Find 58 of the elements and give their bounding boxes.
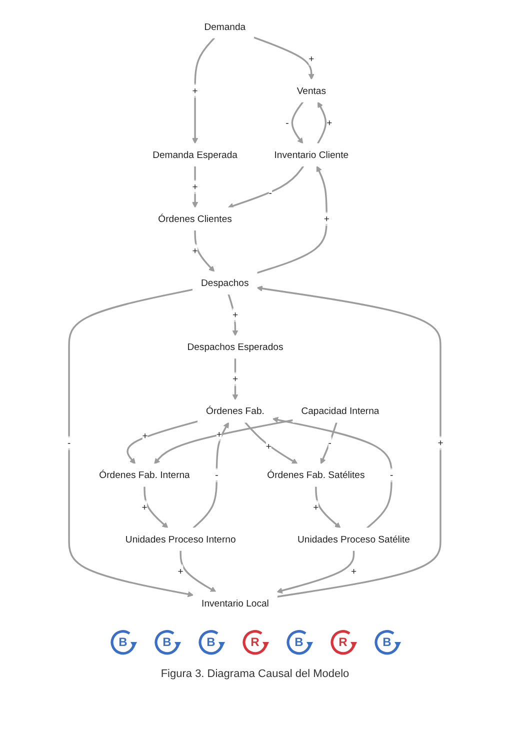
arrow [154, 419, 293, 464]
node-text: Ventas [296, 84, 326, 96]
arrow [179, 550, 216, 592]
arrow [244, 422, 298, 464]
arrow [316, 102, 326, 144]
edge-label: - [268, 187, 272, 198]
edge-label: + [308, 52, 314, 64]
loop-label: B [206, 635, 216, 649]
node-text: Órdenes Fab. Interna [98, 469, 190, 480]
edge-label: - [390, 469, 393, 480]
node-text: Unidades Proceso Interno [125, 533, 236, 544]
edge-label: + [216, 428, 222, 440]
arrow [143, 486, 168, 528]
edge-label: + [232, 309, 238, 320]
node-text: Órdenes Fab. Satélites [266, 469, 364, 480]
edge-label: + [177, 565, 184, 576]
arrow [320, 422, 337, 464]
loop-label: B [294, 635, 304, 649]
edge-label: - [285, 117, 288, 128]
loop-label: R [250, 635, 260, 649]
arrow [314, 486, 340, 528]
edge-label: + [266, 440, 272, 452]
loop-label: B [382, 635, 392, 649]
arrow [227, 166, 304, 209]
node-text: Demanda [204, 20, 246, 32]
node-text: Demanda Esperada [152, 149, 238, 160]
edge-label: + [350, 565, 356, 576]
arrow [194, 230, 214, 272]
node-text: Inventario Local [201, 598, 269, 608]
edge-label: + [323, 213, 330, 224]
edge-label: + [437, 437, 443, 448]
figure-caption: Figura 3. Diagrama Causal del Modelo [160, 668, 350, 680]
edge-label: + [141, 501, 147, 512]
edge-label: - [67, 437, 70, 448]
loop-label: B [162, 635, 172, 649]
arrow [126, 420, 198, 464]
node-text: Despachos Esperados [186, 341, 283, 352]
node-text: Despachos [200, 277, 248, 288]
edge-label: + [192, 84, 198, 96]
loop-label: R [338, 635, 348, 649]
edge-label: + [232, 373, 238, 384]
arrow [256, 166, 328, 274]
loop-label: B [118, 635, 128, 649]
edge-label: + [192, 245, 198, 256]
edge-label: + [326, 117, 332, 128]
arrow [192, 422, 229, 529]
arrow [290, 102, 304, 144]
node-text: Capacidad Interna [300, 405, 379, 416]
edge-label: + [192, 181, 198, 192]
node-text: Unidades Proceso Satélite [297, 533, 410, 544]
edge-label: + [312, 501, 318, 512]
node-text: Órdenes Fab. [206, 405, 264, 416]
arrow [276, 550, 354, 594]
node-text: Órdenes Clientes [158, 213, 232, 224]
edge-label: - [328, 437, 332, 448]
node-text: Inventario Cliente [274, 149, 348, 160]
edge-label: - [214, 469, 218, 480]
edge-label: + [142, 430, 148, 441]
